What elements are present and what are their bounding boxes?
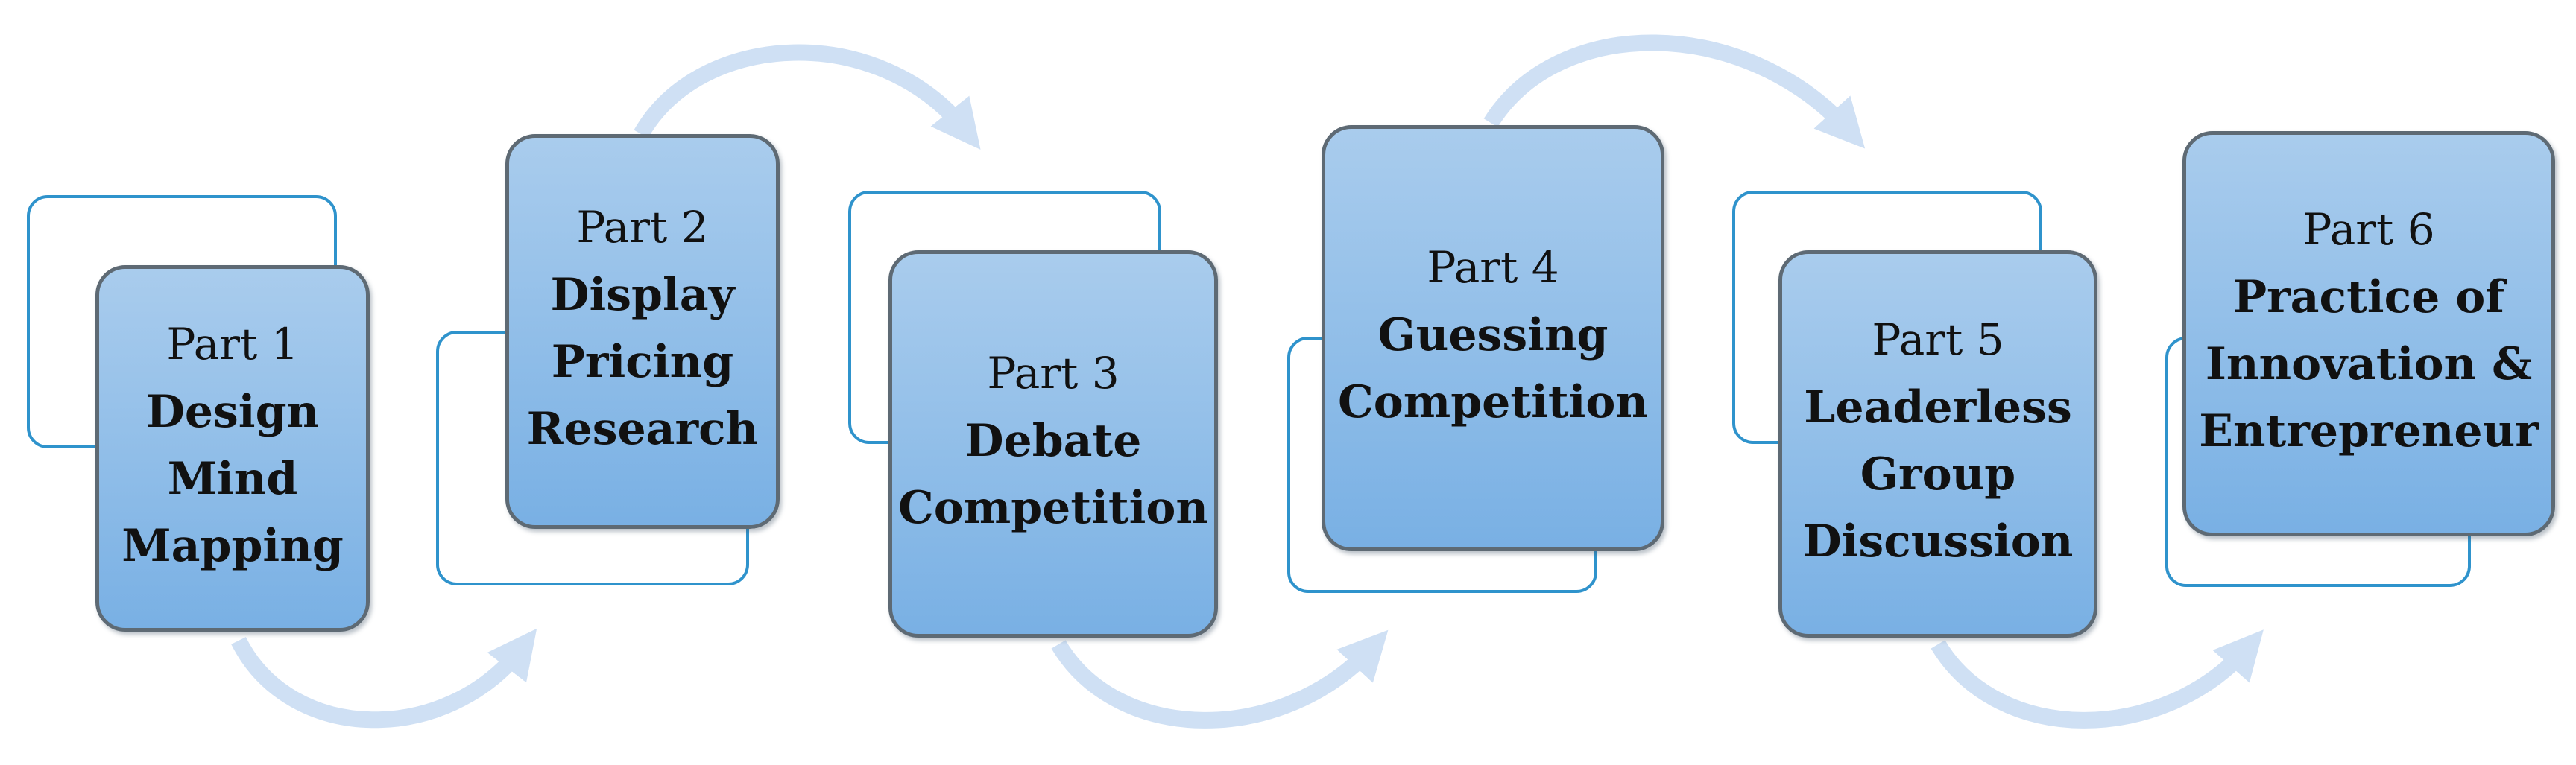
part2-label: Part 2	[576, 201, 709, 253]
part3-title: Debate Competition	[898, 407, 1208, 542]
part6-card: Part 6 Practice of Innovation & Entrepre…	[2182, 131, 2555, 536]
part1-title: Design Mind Mapping	[121, 378, 344, 580]
part6-label: Part 6	[2302, 203, 2435, 255]
part5-label: Part 5	[1872, 314, 2004, 365]
part3-title-line: Debate	[965, 415, 1142, 468]
part4-label: Part 4	[1427, 241, 1559, 293]
part2-title: Display Pricing Research	[527, 261, 759, 463]
arrow-part3-to-part4	[1051, 629, 1389, 729]
part1-card: Part 1 Design Mind Mapping	[95, 265, 370, 632]
part1-title-line: Mind	[167, 453, 298, 506]
part5-title-line: Discussion	[1802, 515, 2074, 568]
part6-title-line: Entrepreneur	[2199, 405, 2539, 458]
part3-label: Part 3	[987, 347, 1120, 399]
part2-title-line: Display	[550, 269, 735, 322]
part1-title-line: Mapping	[121, 520, 344, 573]
part3-card: Part 3 Debate Competition	[888, 250, 1218, 638]
part5-title-line: Leaderless	[1804, 381, 2072, 434]
part4-card: Part 4 Guessing Competition	[1322, 125, 1664, 551]
arrow-part5-to-part6	[1931, 629, 2264, 729]
part4-title-line: Guessing	[1377, 309, 1609, 362]
part4-title: Guessing Competition	[1338, 302, 1648, 436]
part2-title-line: Pricing	[551, 336, 734, 389]
part5-title: Leaderless Group Discussion	[1803, 374, 2074, 575]
part2-card: Part 2 Display Pricing Research	[505, 134, 780, 529]
part6-title-line: Practice of	[2232, 271, 2505, 324]
arrow-part4-to-part5	[1483, 34, 1866, 149]
part5-card: Part 5 Leaderless Group Discussion	[1778, 250, 2097, 638]
arrow-part2-to-part3	[634, 44, 981, 150]
part1-title-line: Design	[145, 386, 320, 439]
part2-title-line: Research	[526, 403, 759, 456]
part4-title-line: Competition	[1337, 376, 1649, 429]
arrow-part1-to-part2	[231, 628, 537, 729]
part1-label: Part 1	[166, 318, 299, 369]
part3-title-line: Competition	[897, 482, 1209, 535]
part5-title-line: Group	[1860, 448, 2016, 501]
part6-title-line: Innovation &	[2205, 338, 2533, 391]
part6-title: Practice of Innovation & Entrepreneur	[2199, 264, 2539, 465]
